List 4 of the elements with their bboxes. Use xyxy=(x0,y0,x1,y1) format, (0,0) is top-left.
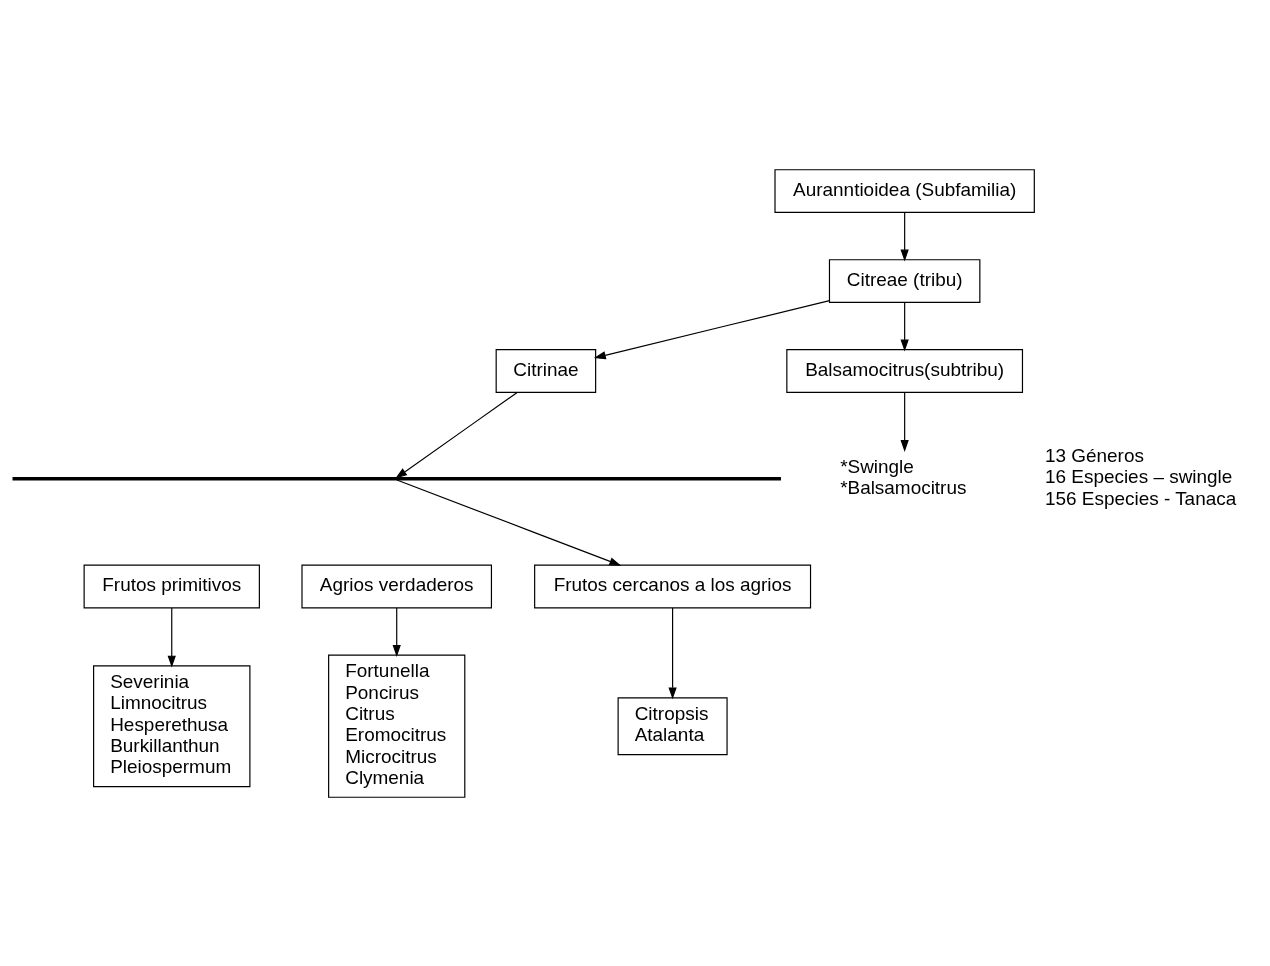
label: 16 Especies – swingle xyxy=(1044,465,1233,487)
label: 13 Géneros xyxy=(1044,444,1144,466)
node-text: *Swingle *Balsamocitrus xyxy=(840,455,967,498)
label: 156 Especies - Tanaca xyxy=(1044,487,1237,509)
